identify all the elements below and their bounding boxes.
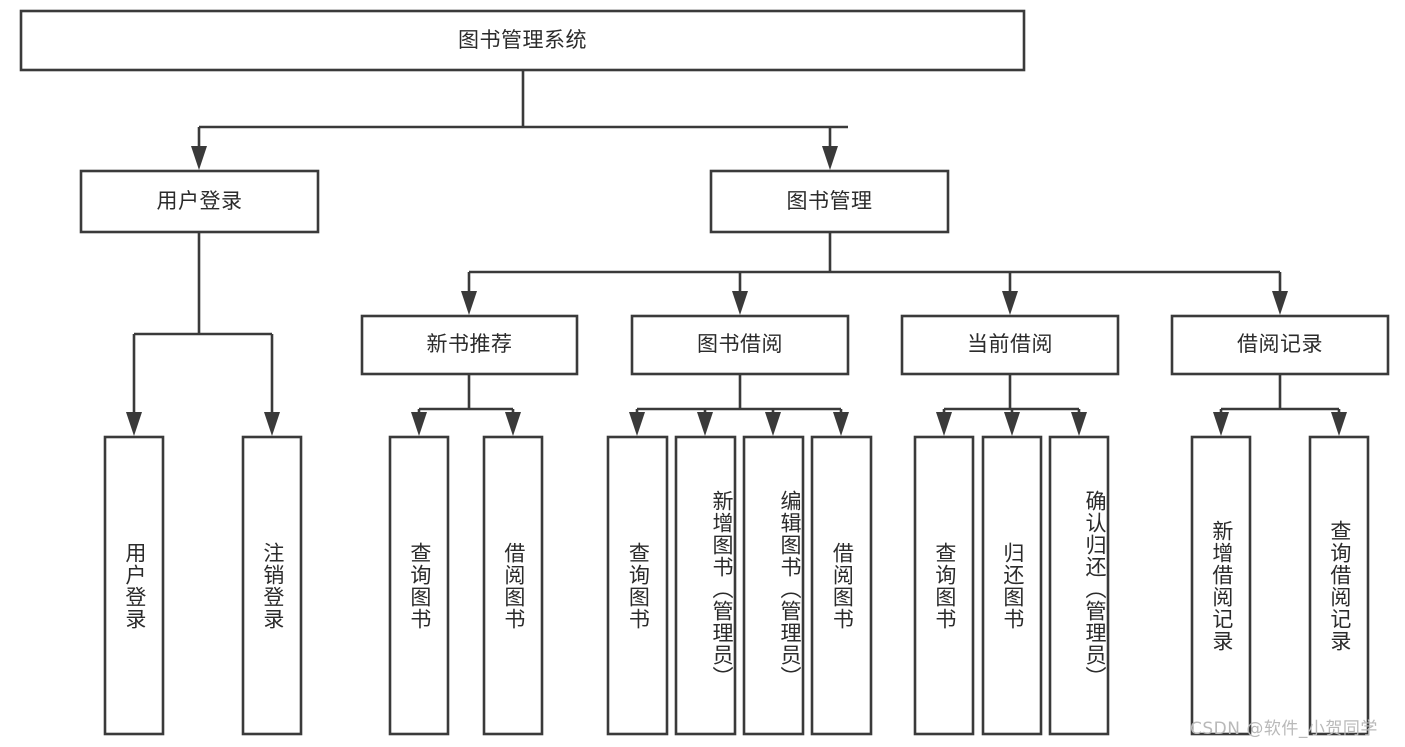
node-box-leaf-8[interactable] [810, 435, 873, 736]
connector-root-to-level2 [191, 70, 848, 170]
node-box-leaf-6[interactable] [674, 435, 737, 736]
node-box-leaf-12[interactable] [1190, 435, 1252, 736]
arrow-head-leaf-3 [411, 412, 427, 436]
node-box-book-borrow[interactable] [630, 314, 850, 376]
node-box-new-book-recommend[interactable] [360, 314, 579, 376]
arrow-head-leaf-9 [936, 412, 952, 436]
node-box-leaf-2[interactable] [241, 435, 303, 736]
node-box-leaf-10[interactable] [981, 435, 1043, 736]
connector-borrow-record-to-leaves [1213, 374, 1347, 436]
arrow-head-leaf-4 [505, 412, 521, 436]
node-box-leaf-4[interactable] [482, 435, 544, 736]
arrow-head-leaf-2 [264, 412, 280, 436]
arrow-head-book-management [822, 146, 838, 170]
node-box-current-borrow[interactable] [900, 314, 1120, 376]
node-box-leaf-5[interactable] [606, 435, 669, 736]
arrow-head-current-borrow [1002, 291, 1018, 315]
node-box-leaf-13[interactable] [1308, 435, 1370, 736]
connector-book-borrow-to-leaves [629, 374, 849, 436]
arrow-head-leaf-7 [765, 412, 781, 436]
arrow-head-leaf-13 [1331, 412, 1347, 436]
arrow-head-leaf-1 [126, 412, 142, 436]
node-box-leaf-3[interactable] [388, 435, 450, 736]
arrow-head-leaf-5 [629, 412, 645, 436]
node-box-user-login[interactable] [79, 169, 320, 234]
arrow-head-leaf-12 [1213, 412, 1229, 436]
arrow-head-leaf-10 [1004, 412, 1020, 436]
arrow-head-user-login [191, 146, 207, 170]
node-box-root[interactable] [19, 9, 1026, 72]
arrow-head-book-borrow [732, 291, 748, 315]
arrow-head-leaf-11 [1071, 412, 1087, 436]
connector-user-login-to-leaves [126, 232, 280, 436]
node-box-leaf-11[interactable] [1048, 435, 1110, 736]
connector-new-book-recommend-to-leaves [411, 374, 521, 436]
arrow-head-leaf-6 [697, 412, 713, 436]
node-box-leaf-9[interactable] [913, 435, 975, 736]
node-box-leaf-1[interactable] [103, 435, 165, 736]
arrow-head-borrow-record [1272, 291, 1288, 315]
arrow-head-leaf-8 [833, 412, 849, 436]
node-box-borrow-record[interactable] [1170, 314, 1390, 376]
connector-book-management-to-level3 [461, 232, 1288, 315]
arrow-head-new-book-recommend [461, 291, 477, 315]
connector-current-borrow-to-leaves [936, 374, 1087, 436]
node-box-leaf-7[interactable] [742, 435, 805, 736]
node-box-book-management[interactable] [709, 169, 950, 234]
